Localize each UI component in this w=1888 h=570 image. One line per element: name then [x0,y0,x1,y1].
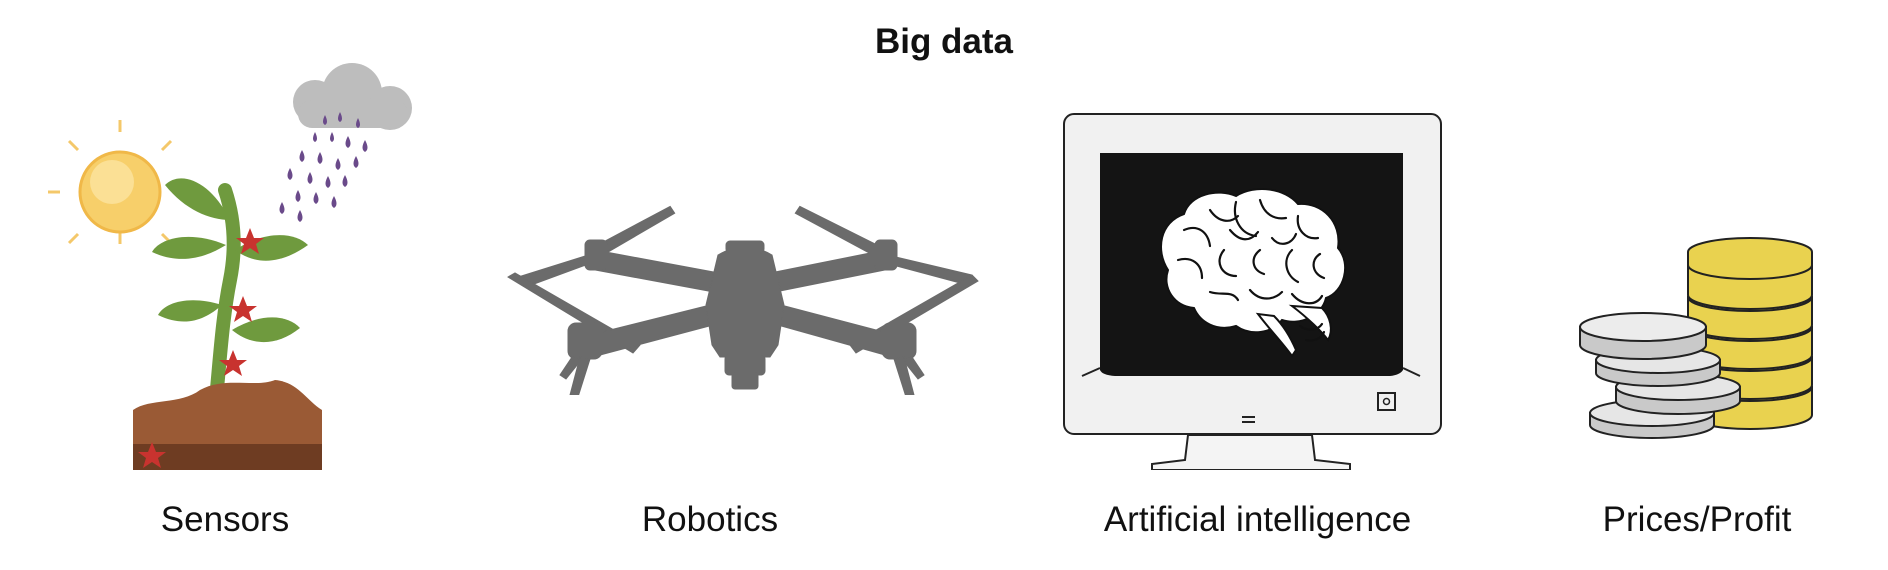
prices-panel [1568,215,1826,440]
ai-panel [1060,110,1455,470]
sun-icon [48,120,192,245]
silver-coins [1579,312,1741,439]
sensor-marker-icon [138,228,264,468]
plant-sensors-icon [48,63,412,470]
leaves [152,178,308,343]
power-button-icon [1377,392,1396,411]
sensors-panel [40,60,440,480]
prices-label: Prices/Profit [1602,500,1792,539]
monitor-brain-icon [1063,113,1442,470]
soil-icon [133,380,322,470]
drone-icon [507,205,979,395]
plant-stem [208,183,241,417]
brain-icon [1160,188,1347,358]
sensors-label: Sensors [160,500,290,539]
robotics-label: Robotics [641,500,779,539]
monitor-stand [1151,434,1351,470]
robotics-panel [500,195,990,395]
coin-stacks-icon [1579,237,1813,439]
diagram-title: Big data [874,22,1014,61]
cloud-icon [293,63,412,130]
ai-label: Artificial intelligence [1103,500,1412,539]
rain-icon [279,112,368,222]
